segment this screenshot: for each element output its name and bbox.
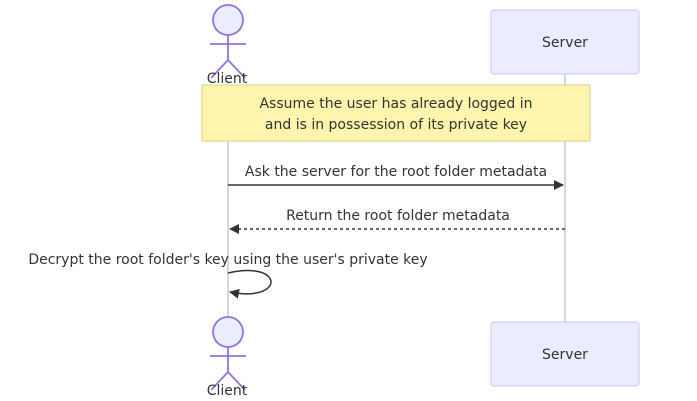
message-2-label: Return the root folder metadata bbox=[286, 208, 510, 224]
message-1-label: Ask the server for the root folder metad… bbox=[245, 164, 547, 180]
server-label-top: Server bbox=[542, 35, 588, 51]
note-box bbox=[201, 84, 591, 142]
server-box-bottom bbox=[490, 321, 640, 387]
actor-head-icon bbox=[212, 316, 244, 348]
client-actor-bottom bbox=[210, 316, 246, 391]
actor-head-icon bbox=[212, 4, 244, 36]
client-label-bottom: Client bbox=[207, 383, 248, 399]
client-actor-top bbox=[210, 4, 246, 79]
client-label-top: Client bbox=[207, 71, 248, 87]
server-label-bottom: Server bbox=[542, 347, 588, 363]
server-box-top bbox=[490, 9, 640, 75]
actor-leg-right bbox=[227, 371, 246, 391]
note-line-2: and is in possession of its private key bbox=[265, 117, 527, 133]
note-line-1: Assume the user has already logged in bbox=[259, 96, 532, 112]
message-3-self-arrow bbox=[227, 269, 272, 299]
actor-leg-left bbox=[210, 371, 229, 391]
actor-leg-left bbox=[210, 59, 229, 79]
actor-leg-right bbox=[227, 59, 246, 79]
message-3-label: Decrypt the root folder's key using the … bbox=[28, 252, 427, 268]
